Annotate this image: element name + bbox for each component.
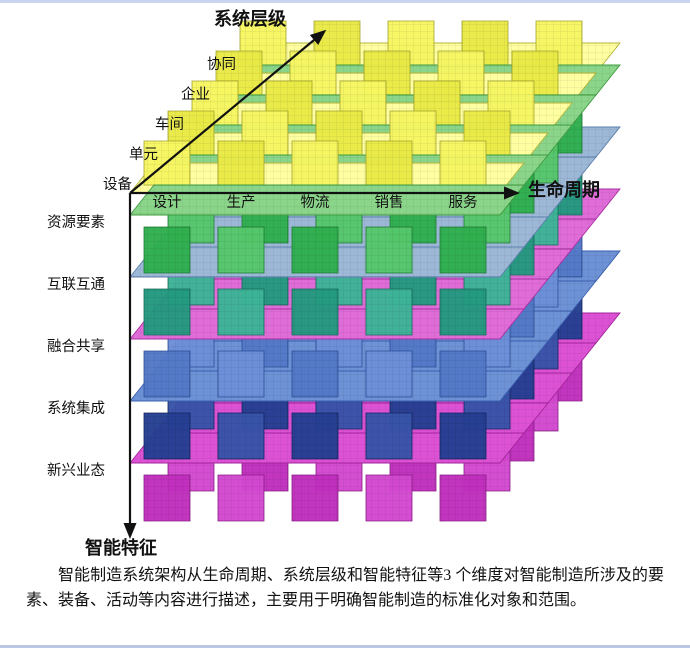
feature-cell-texture [144, 351, 190, 397]
system-level-tick: 单元 [129, 146, 158, 163]
feature-cell-texture [292, 475, 338, 521]
hierarchy-cell-texture [292, 141, 338, 185]
feature-tick: 系统集成 [47, 400, 105, 417]
feature-cell-texture [218, 227, 264, 273]
life-cycle-tick: 设计 [153, 194, 182, 211]
feature-cell-texture [440, 289, 486, 335]
feature-cell-texture [292, 227, 338, 273]
feature-cell-texture [144, 227, 190, 273]
feature-cell-texture [366, 289, 412, 335]
feature-cell-texture [292, 289, 338, 335]
architecture-figure: 系统层级生命周期智能特征 设备 单元 车间 企业 协同设计 生产 物流 销售 服务资源要素互联互通… [0, 3, 690, 561]
life-cycle-tick: 生产 [227, 194, 256, 211]
feature-cell-texture [218, 475, 264, 521]
feature-cell-texture [292, 351, 338, 397]
intelligent-feature-axis-arrowhead [123, 523, 137, 539]
axis-label-life-cycle: 生命周期 [528, 179, 600, 200]
feature-cell-texture [366, 413, 412, 459]
feature-cell-texture [366, 351, 412, 397]
feature-cell-texture [218, 289, 264, 335]
feature-cell-texture [292, 413, 338, 459]
feature-tick: 资源要素 [47, 214, 105, 231]
system-level-tick: 车间 [155, 116, 184, 133]
feature-cell-texture [366, 475, 412, 521]
system-level-tick: 企业 [181, 85, 210, 103]
feature-cell-texture [440, 413, 486, 459]
figure-caption: 智能制造系统架构从生命周期、系统层级和智能特征等3 个维度对智能制造所涉及的要素… [26, 567, 664, 610]
feature-cell-texture [440, 227, 486, 273]
feature-tick: 互联互通 [47, 276, 105, 293]
feature-tick: 新兴业态 [47, 462, 105, 479]
feature-tick: 融合共享 [47, 338, 105, 355]
feature-cell-texture [366, 227, 412, 273]
system-level-tick: 设备 [103, 176, 132, 193]
hierarchy-cell-texture [218, 141, 264, 185]
feature-cell-texture [440, 475, 486, 521]
hierarchy-cell-texture [366, 141, 412, 185]
feature-cell-texture [144, 289, 190, 335]
feature-cell-texture [218, 413, 264, 459]
life-cycle-tick: 物流 [301, 194, 330, 211]
system-level-axis-arrowhead [309, 29, 327, 45]
feature-cell-texture [144, 475, 190, 521]
hierarchy-cell-texture [440, 141, 486, 185]
axis-label-intelligent-feature: 智能特征 [85, 537, 157, 558]
system-level-axis [129, 39, 315, 194]
feature-cell-texture [218, 351, 264, 397]
life-cycle-tick: 销售 [375, 194, 404, 211]
system-level-tick: 协同 [207, 56, 236, 73]
feature-cell-texture [144, 413, 190, 459]
life-cycle-axis-arrowhead [504, 186, 520, 200]
life-cycle-tick: 服务 [449, 194, 478, 211]
axis-label-system-level: 系统层级 [214, 8, 287, 29]
feature-cell-texture [440, 351, 486, 397]
